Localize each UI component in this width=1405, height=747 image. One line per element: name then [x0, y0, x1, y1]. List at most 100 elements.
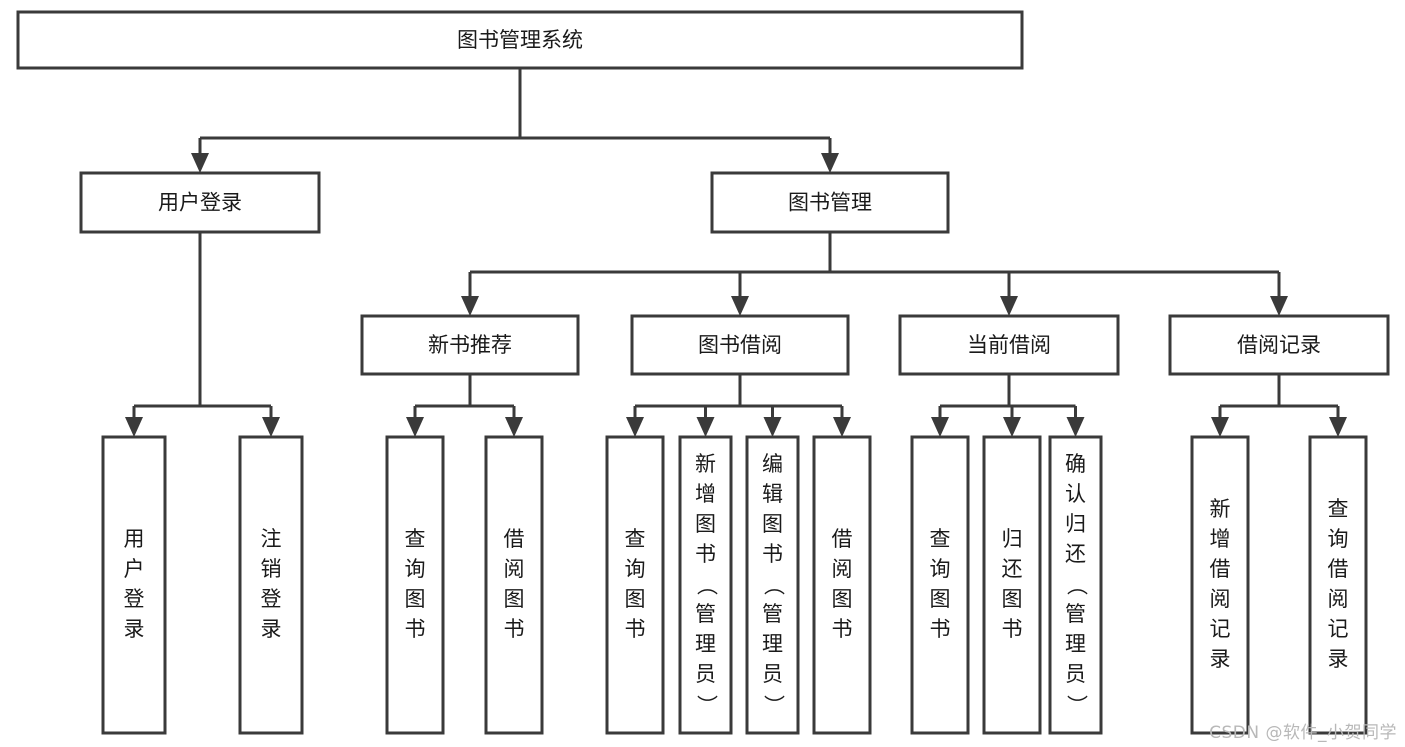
node-label-leaf-edit-book: 图 [762, 512, 783, 536]
node-box-book-borrow[interactable] [630, 314, 850, 376]
node-box-leaf-add-book[interactable] [678, 435, 733, 735]
node-label-leaf-query-book-3: 询 [930, 557, 951, 581]
arrow-head-icon-leaf-edit-book [763, 417, 782, 437]
node-box-leaf-query-book-2[interactable] [605, 435, 665, 735]
node-box-leaf-borrow-book-2[interactable] [812, 435, 872, 735]
node-label-leaf-user-login: 录 [124, 617, 145, 641]
node-label-leaf-add-book: （ [695, 575, 719, 596]
node-label-leaf-confirm-return: 理 [1065, 632, 1086, 656]
node-label-leaf-logout: 登 [261, 587, 282, 611]
node-box-user-login[interactable] [79, 171, 321, 234]
node-root[interactable]: 图书管理系统 [16, 10, 1024, 70]
node-box-leaf-edit-book[interactable] [745, 435, 800, 735]
node-label-leaf-query-book-2: 书 [625, 617, 646, 641]
arrow-head-icon-leaf-borrow-book-2 [833, 417, 851, 437]
node-book-manage[interactable]: 图书管理 [710, 171, 950, 234]
node-user-login[interactable]: 用户登录 [79, 171, 321, 234]
node-label-new-book-rec: 新书推荐 [428, 333, 512, 357]
arrow-head-icon-current-borrow [1000, 296, 1018, 316]
node-label-book-borrow: 图书借阅 [698, 333, 782, 357]
node-box-book-manage[interactable] [710, 171, 950, 234]
node-label-leaf-return-book: 书 [1002, 617, 1023, 641]
node-label-leaf-edit-book: 员 [762, 662, 783, 686]
node-new-book-rec[interactable]: 新书推荐 [360, 314, 580, 376]
node-label-leaf-add-record: 增 [1210, 527, 1231, 551]
node-label-leaf-query-book-3: 查 [930, 527, 951, 551]
node-label-leaf-query-book-1: 询 [405, 557, 426, 581]
node-label-leaf-add-record: 新 [1210, 497, 1231, 521]
node-box-leaf-add-record[interactable] [1190, 435, 1250, 735]
node-box-leaf-logout[interactable] [238, 435, 304, 735]
arrow-head-icon-leaf-add-record [1211, 417, 1229, 437]
node-box-borrow-record[interactable] [1168, 314, 1390, 376]
node-box-root[interactable] [16, 10, 1024, 70]
node-label-leaf-confirm-return: （ [1065, 575, 1089, 596]
node-label-leaf-confirm-return: 认 [1065, 482, 1086, 506]
node-label-leaf-query-book-3: 图 [930, 587, 951, 611]
node-label-book-manage: 图书管理 [788, 191, 872, 215]
node-label-leaf-confirm-return: 归 [1065, 512, 1086, 536]
node-box-leaf-confirm-return[interactable] [1048, 435, 1103, 735]
node-label-leaf-query-record: 借 [1328, 557, 1349, 581]
node-box-leaf-query-record[interactable] [1308, 435, 1368, 735]
node-label-leaf-edit-book: 理 [762, 632, 783, 656]
node-label-leaf-query-book-1: 书 [405, 617, 426, 641]
node-book-borrow[interactable]: 图书借阅 [630, 314, 850, 376]
node-label-leaf-add-book: 增 [695, 482, 716, 506]
arrow-head-icon-new-book-rec [461, 296, 479, 316]
node-box-leaf-user-login[interactable] [101, 435, 167, 735]
node-label-leaf-edit-book: （ [762, 575, 786, 596]
node-label-leaf-add-book: 员 [695, 662, 716, 686]
node-label-leaf-return-book: 图 [1002, 587, 1023, 611]
node-label-borrow-record: 借阅记录 [1237, 333, 1321, 357]
node-label-leaf-query-record: 记 [1328, 617, 1349, 641]
node-label-leaf-return-book: 归 [1002, 527, 1023, 551]
node-box-current-borrow[interactable] [898, 314, 1120, 376]
node-label-leaf-borrow-book-2: 借 [832, 527, 853, 551]
node-borrow-record[interactable]: 借阅记录 [1168, 314, 1390, 376]
node-label-user-login: 用户登录 [158, 191, 242, 215]
arrow-head-icon-leaf-query-book-1 [406, 417, 424, 437]
node-current-borrow[interactable]: 当前借阅 [898, 314, 1120, 376]
node-label-leaf-add-book: ） [695, 695, 719, 716]
node-label-leaf-edit-book: ） [762, 695, 786, 716]
node-label-leaf-add-book: 图 [695, 512, 716, 536]
node-label-leaf-add-book: 新 [695, 452, 716, 476]
node-label-leaf-query-record: 询 [1328, 527, 1349, 551]
node-label-leaf-query-book-1: 查 [405, 527, 426, 551]
node-label-leaf-confirm-return: ） [1065, 695, 1089, 716]
node-box-new-book-rec[interactable] [360, 314, 580, 376]
node-box-leaf-return-book[interactable] [982, 435, 1042, 735]
node-layer: 图书管理系统用户登录图书管理新书推荐图书借阅当前借阅借阅记录用户登录注销登录查询… [16, 10, 1390, 735]
node-label-leaf-borrow-book-2: 书 [832, 617, 853, 641]
node-label-leaf-add-record: 阅 [1210, 587, 1231, 611]
node-label-leaf-add-book: 理 [695, 632, 716, 656]
node-label-leaf-logout: 销 [261, 557, 282, 581]
node-leaf-user-login[interactable]: 用户登录 [101, 435, 167, 735]
arrow-head-icon-borrow-record [1270, 296, 1288, 316]
node-label-leaf-user-login: 户 [124, 557, 145, 581]
node-box-leaf-query-book-1[interactable] [385, 435, 445, 735]
node-label-leaf-query-record: 录 [1328, 647, 1349, 671]
node-label-leaf-logout: 注 [261, 527, 282, 551]
node-box-leaf-query-book-3[interactable] [910, 435, 970, 735]
node-label-leaf-add-record: 录 [1210, 647, 1231, 671]
node-label-current-borrow: 当前借阅 [967, 333, 1051, 357]
node-label-leaf-edit-book: 书 [762, 542, 783, 566]
node-box-leaf-borrow-book-1[interactable] [484, 435, 544, 735]
arrow-head-icon-leaf-query-book-2 [626, 417, 644, 437]
